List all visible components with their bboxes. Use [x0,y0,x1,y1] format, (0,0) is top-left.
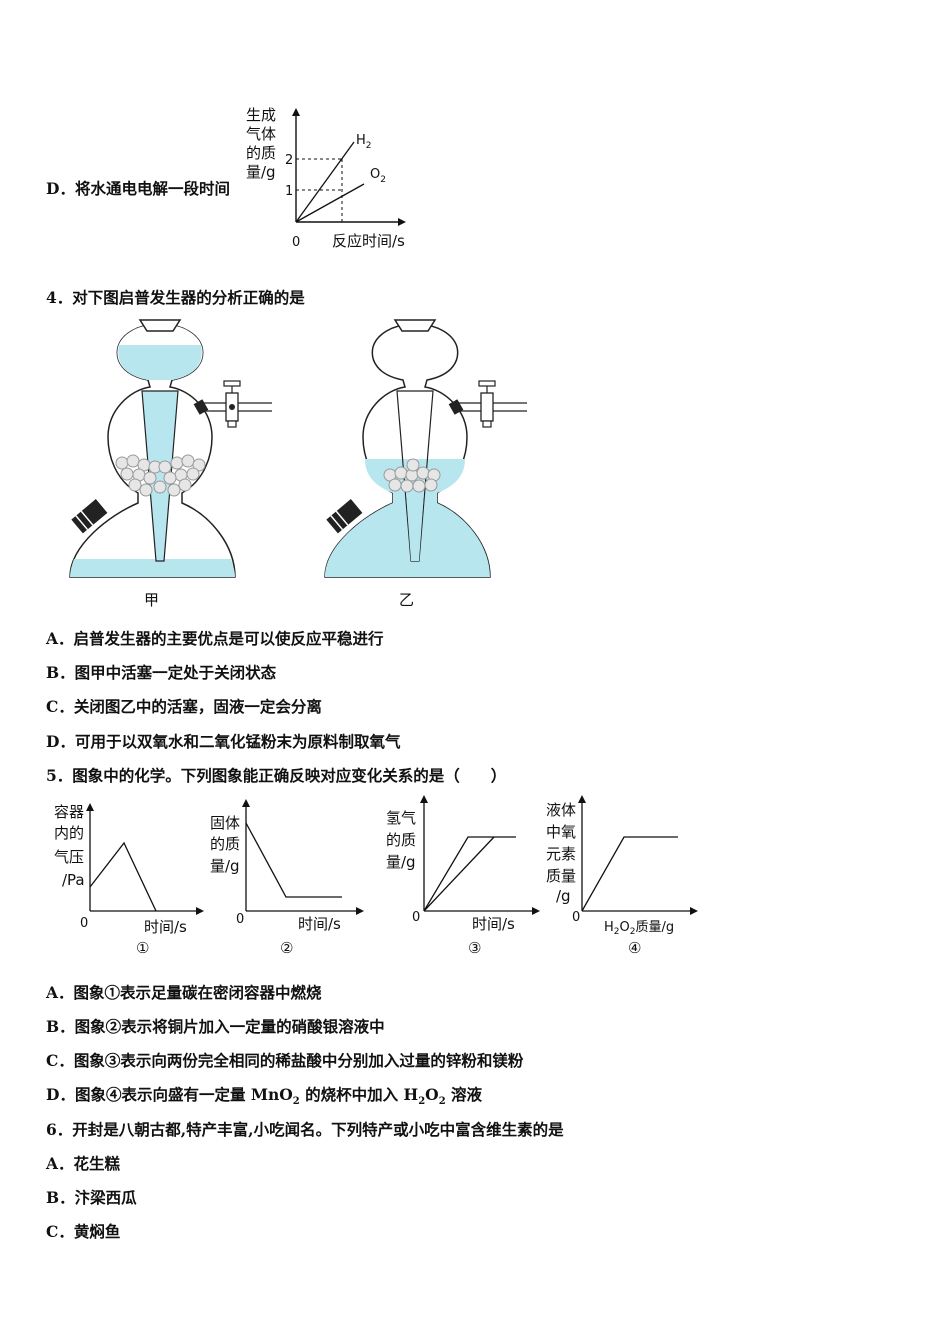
g1-ylabel-4: /Pa [62,871,85,889]
h2-line [295,141,355,223]
g4-num: ④ [628,939,641,957]
q5-option-b: B．图象②表示将铜片加入一定量的硝酸银溶液中 [46,1017,385,1036]
label-yi: 乙 [399,591,414,609]
g3-ylabel-3: 量/g [386,853,416,871]
q5-stem: 5．图象中的化学。下列图象能正确反映对应变化关系的是（ ） [46,766,507,785]
g1-curve [89,841,157,912]
g2-num: ② [280,939,293,957]
o2-label: O2 [370,167,386,185]
g3-origin: 0 [412,910,420,925]
y-label-line4: 量/g [246,163,276,181]
kipp-jia: 甲 [69,319,272,609]
q5-graphs: 容器 内的 气压 /Pa 0 时间/s ① 固体 的质 量/g 0 时间/s ②… [54,795,698,957]
g2-curve [245,822,342,898]
y-label-line2: 气体 [246,125,276,143]
label-jia: 甲 [144,591,159,609]
q4-option-c: C．关闭图乙中的活塞，固液一定会分离 [46,697,322,716]
g1-origin: 0 [80,916,88,931]
g3-ylabel-2: 的质 [386,831,416,849]
q5-option-d: D．图象④表示向盛有一定量 MnO2 的烧杯中加入 H2O2 溶液 [46,1085,483,1108]
x-label: 反应时间/s [332,232,405,250]
g1-ylabel-1: 容器 [54,803,84,821]
g2-ylabel-1: 固体 [210,814,240,832]
g4-ylabel-5: /g [556,887,571,905]
q4-stem: 4．对下图启普发生器的分析正确的是 [46,288,305,307]
q4-option-d: D．可用于以双氧水和二氧化锰粉末为原料制取氧气 [46,732,401,751]
g1-ylabel-3: 气压 [54,848,84,866]
y-arrow [292,108,300,116]
kipp-yi: 乙 [324,319,527,609]
g2-xlabel: 时间/s [298,915,341,933]
kipp-generator-figure: 甲 乙 [69,319,527,609]
g4-xlabel: H2O2质量/g [604,920,674,937]
g4-curve [581,836,678,912]
g1-xlabel: 时间/s [144,918,187,936]
y-label-line3: 的质 [246,144,276,162]
q6-option-b: B．汴梁西瓜 [46,1188,137,1207]
g2-ylabel-2: 的质 [210,835,240,853]
q6-stem: 6．开封是八朝古都,特产丰富,小吃闻名。下列特产或小吃中富含维生素的是 [46,1120,564,1139]
graph-4: 液体 中氧 元素 质量 /g 0 H2O2质量/g ④ [546,795,698,957]
o2-line [295,183,365,223]
graph-2: 固体 的质 量/g 0 时间/s ② [210,799,364,957]
g1-num: ① [136,939,149,957]
g3-curve-a [423,836,516,912]
q5-option-a: A．图象①表示足量碳在密闭容器中燃烧 [46,983,322,1002]
q4-option-b: B．图甲中活塞一定处于关闭状态 [46,663,277,682]
tick-2: 2 [285,153,293,168]
g3-curve-b [423,836,495,912]
q6-option-a: A．花生糕 [46,1154,121,1173]
graph-3: 氢气 的质 量/g 0 时间/s ③ [386,795,540,957]
g4-ylabel-3: 元素 [546,845,576,863]
q4-option-a: A．启普发生器的主要优点是可以使反应平稳进行 [46,629,384,648]
q3-option-d: D．将水通电电解一段时间 [46,179,230,198]
q5-option-c: C．图象③表示向两份完全相同的稀盐酸中分别加入过量的锌粉和镁粉 [46,1051,524,1070]
g3-ylabel-1: 氢气 [386,809,416,827]
y-label-line1: 生成 [246,106,276,124]
q6-option-c: C．黄焖鱼 [46,1222,121,1241]
g3-xlabel: 时间/s [472,915,515,933]
tick-1: 1 [285,184,293,199]
h2-label: H2 [356,133,372,151]
g2-ylabel-3: 量/g [210,857,240,875]
graph-1: 容器 内的 气压 /Pa 0 时间/s ① [54,803,204,957]
g4-ylabel-4: 质量 [546,867,576,885]
g2-origin: 0 [236,912,244,927]
origin: 0 [292,235,300,250]
g4-origin: 0 [572,910,580,925]
g1-ylabel-2: 内的 [54,824,84,842]
q3-graph-d: 生成 气体 的质 量/g 2 1 0 反应时间/s H2 O2 [246,106,406,250]
g3-num: ③ [468,939,481,957]
g4-ylabel-1: 液体 [546,801,576,819]
g4-ylabel-2: 中氧 [546,823,576,841]
x-arrow [398,218,406,226]
